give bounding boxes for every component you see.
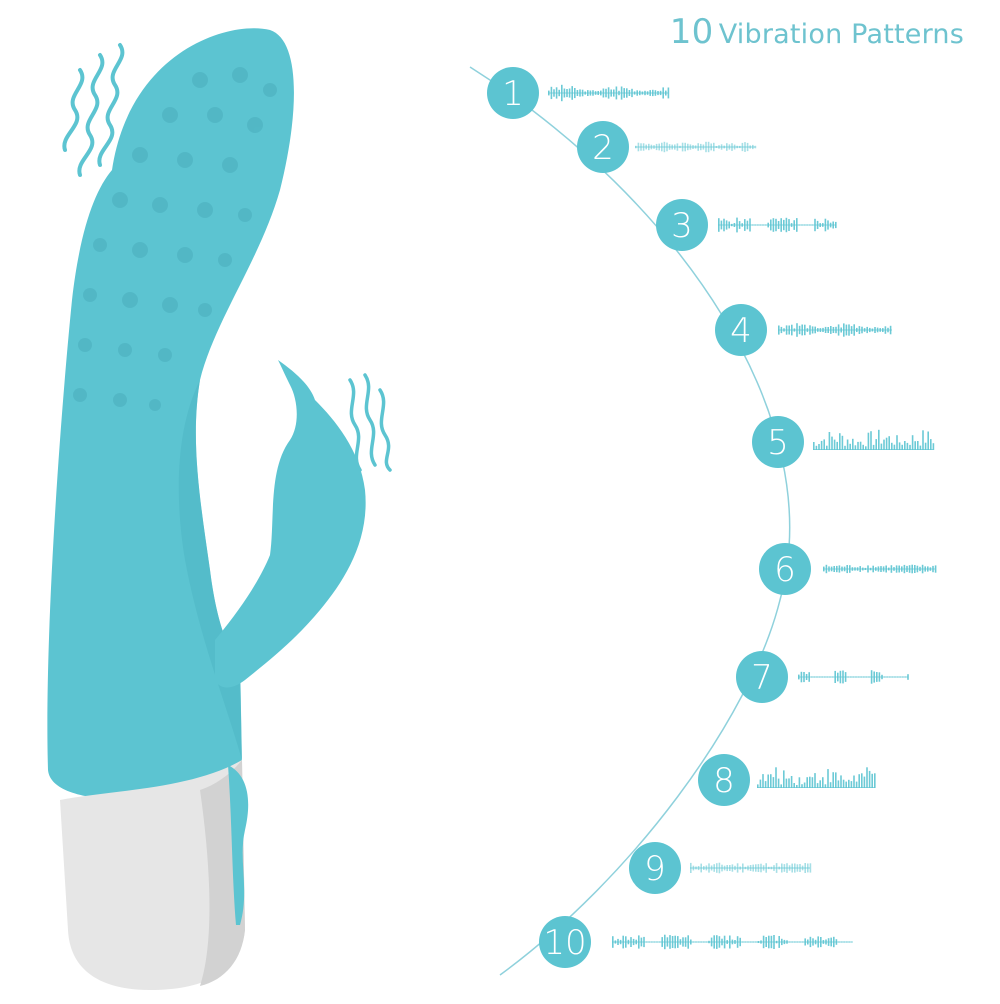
pattern-badge (629, 842, 681, 894)
pattern-item-4: 4 (715, 304, 892, 356)
pattern-number: 5 (767, 423, 789, 463)
device-shaft (47, 28, 294, 800)
pattern-item-2: 2 (577, 121, 757, 173)
pattern-arc (469, 66, 791, 976)
waveform-icon (718, 217, 837, 233)
control-strip (228, 765, 249, 925)
pattern-item-7: 7 (736, 651, 909, 703)
pattern-badge (656, 199, 708, 251)
page-title: 10 Vibration Patterns (670, 12, 964, 52)
pattern-number: 10 (543, 923, 586, 963)
waveform-icon (612, 934, 853, 950)
pattern-badge (577, 121, 629, 173)
waveform-icon (798, 670, 909, 684)
pattern-list: 1 2 3 4 5 6 7 8 9 10 (487, 67, 937, 968)
pattern-number: 4 (730, 311, 752, 351)
pattern-number: 7 (751, 658, 773, 698)
waveform-icon (690, 862, 812, 874)
waveform-icon (813, 429, 935, 450)
waveform-icon (635, 141, 757, 153)
pattern-badge (759, 543, 811, 595)
pattern-number: 6 (774, 550, 796, 590)
waveform-icon (823, 564, 937, 574)
vibration-waves-top-icon (62, 43, 125, 177)
pattern-number: 9 (644, 849, 666, 889)
waveform-icon (548, 84, 670, 102)
device-arm (215, 360, 366, 688)
pattern-item-3: 3 (656, 199, 837, 251)
pattern-badge (487, 67, 539, 119)
device-texture (73, 67, 277, 411)
pattern-item-6: 6 (759, 543, 937, 595)
pattern-item-10: 10 (539, 916, 853, 968)
pattern-number: 8 (713, 761, 735, 801)
pattern-number: 2 (592, 128, 614, 168)
title-text: Vibration Patterns (718, 19, 964, 50)
pattern-badge (698, 754, 750, 806)
pattern-item-8: 8 (698, 754, 876, 806)
pattern-item-5: 5 (752, 416, 935, 468)
title-number: 10 (669, 12, 714, 52)
pattern-item-9: 9 (629, 842, 812, 894)
pattern-number: 3 (671, 206, 693, 246)
waveform-icon (778, 323, 892, 337)
pattern-badge (539, 916, 591, 968)
device-handle (60, 760, 245, 990)
pattern-badge (736, 651, 788, 703)
vibration-waves-arm-icon (348, 373, 392, 472)
pattern-item-1: 1 (487, 67, 670, 119)
waveform-icon (757, 767, 876, 788)
pattern-number: 1 (502, 74, 524, 114)
pattern-badge (752, 416, 804, 468)
pattern-badge (715, 304, 767, 356)
vibrator-device (47, 28, 366, 990)
